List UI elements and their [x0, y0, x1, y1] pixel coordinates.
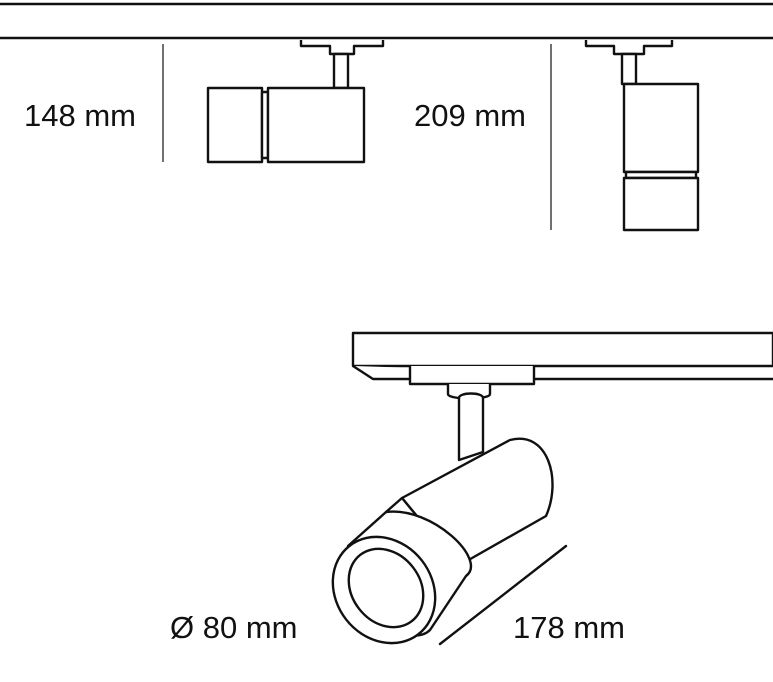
length-dimension-line: [438, 544, 568, 646]
side-stem: [332, 52, 350, 90]
length-label: 178 mm: [513, 610, 625, 645]
down-lower-body: [622, 176, 700, 232]
side-front-body: [206, 86, 264, 164]
side-rear-body: [266, 86, 366, 164]
height-side-label: 148 mm: [24, 98, 136, 133]
top-track-rail: [0, 2, 773, 40]
down-stem: [620, 52, 638, 86]
diameter-label: Ø 80 mm: [170, 610, 297, 645]
down-view-spotlight: [550, 40, 700, 232]
down-upper-body: [622, 82, 700, 174]
perspective-rail: [351, 331, 773, 368]
perspective-spotlight: [331, 331, 773, 646]
side-adapter: [299, 40, 385, 56]
down-adapter: [584, 40, 674, 56]
perspective-adapter: [408, 366, 536, 386]
lens-inner-rim: [347, 547, 425, 629]
side-view-spotlight: [162, 40, 385, 164]
perspective-stem: [457, 392, 485, 462]
height-down-label: 209 mm: [414, 98, 526, 133]
